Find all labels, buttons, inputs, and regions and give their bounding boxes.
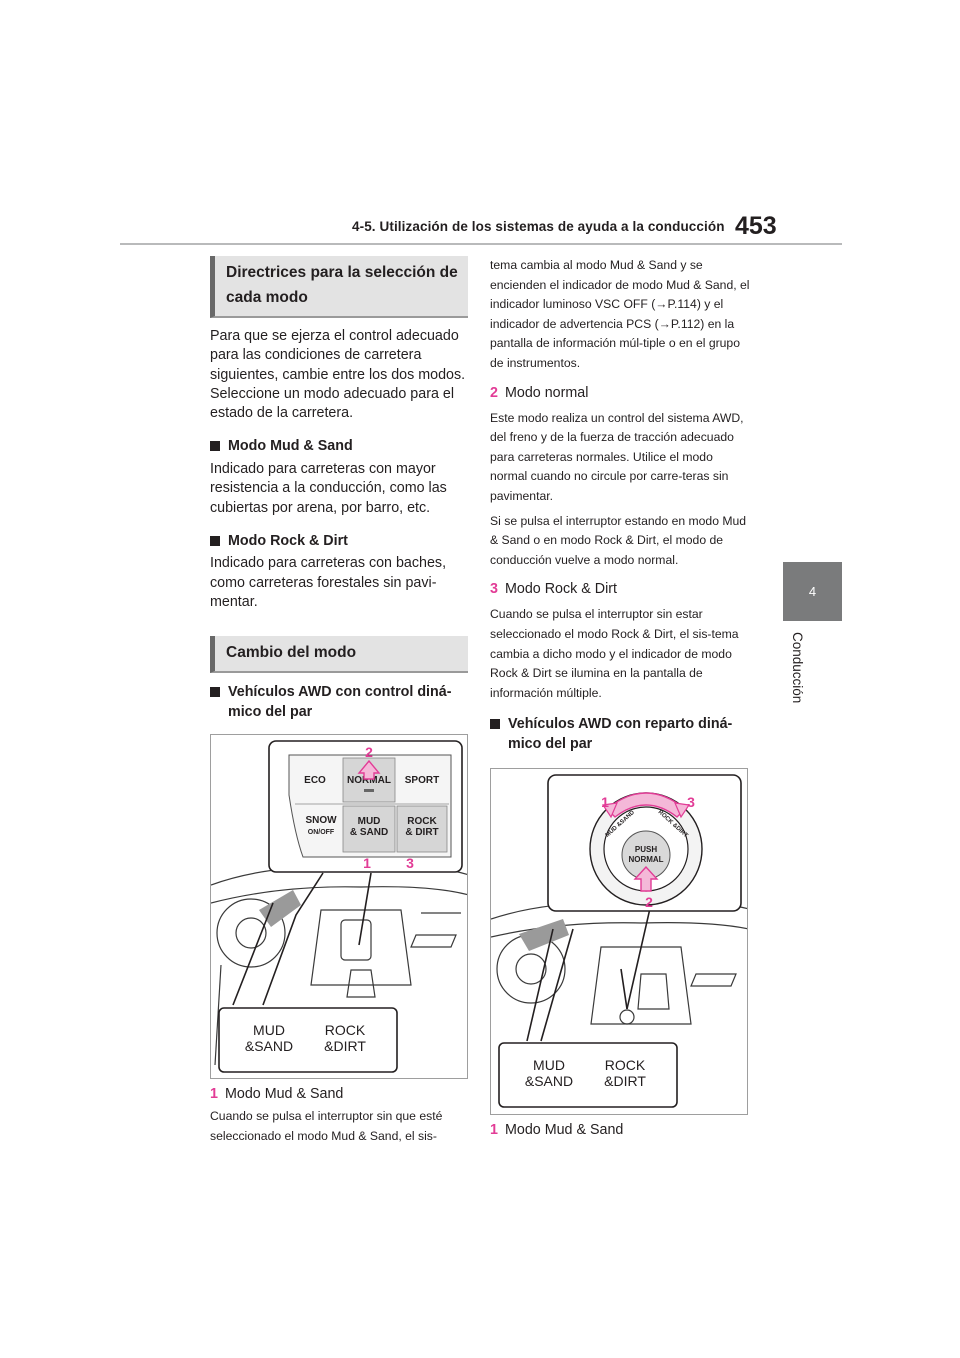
callout-1: 1 — [363, 855, 371, 871]
item-3-heading: 3 Modo Rock & Dirt — [490, 580, 752, 599]
normal-button-label: NORMAL — [347, 775, 391, 786]
item-3-number: 3 — [490, 581, 498, 598]
mud-button-label-1: MUD — [358, 816, 381, 827]
item-2-number: 2 — [490, 384, 498, 401]
push-label: PUSH — [635, 845, 657, 854]
rock-dirt-description: Indicado para carreteras con baches, com… — [210, 555, 447, 610]
snow-button-label: SNOW — [305, 815, 337, 826]
rock-button-bg — [396, 805, 448, 853]
guidelines-intro: Para que se ejerza el control adecuado p… — [210, 328, 466, 422]
right-column: tema cambia al modo Mud & Sand y se enci… — [490, 256, 752, 1140]
page-number: 453 — [735, 212, 777, 240]
chapter-label: Conducción — [790, 632, 805, 704]
header-rule — [120, 243, 842, 245]
display-inset — [498, 1042, 678, 1109]
callout-2: 2 — [365, 744, 373, 760]
display-rock-label-2: &DIRT — [604, 1073, 646, 1089]
callout-1: 1 — [601, 794, 609, 810]
mud-button-bg — [342, 805, 396, 853]
drive-mode-dial-illustration: PUSH NORMAL MUD &SAND ROCK &DIRT 1 3 2 M… — [491, 774, 747, 1109]
square-bullet-icon — [210, 441, 220, 452]
section-heading-guidelines: Directrices para la selección de cada mo… — [210, 256, 468, 318]
item-1-text: Cuando se pulsa el interruptor sin que e… — [210, 1109, 443, 1143]
figure-drive-mode-dial: PUSH NORMAL MUD &SAND ROCK &DIRT 1 3 2 M… — [490, 768, 748, 1116]
display-mud-label-1: MUD — [533, 1057, 565, 1073]
square-bullet-icon — [210, 687, 220, 698]
item-2-text-1: Este modo realiza un control del sistema… — [490, 410, 744, 503]
chapter-tab: 4 — [783, 562, 842, 621]
item-2-text-2: Si se pulsa el interruptor estando en mo… — [490, 513, 747, 567]
item-2-title: Modo normal — [504, 384, 589, 401]
display-rock-label-1: ROCK — [325, 1022, 366, 1038]
item-1b-heading: 1 Modo Mud & Sand — [490, 1121, 752, 1140]
subheading-awd-torque-distribution-text: Vehículos AWD con reparto diná-mico del … — [508, 716, 733, 752]
sport-button-label: SPORT — [405, 775, 439, 786]
pointer-lines — [526, 904, 652, 1042]
arrow-up-normal-icon — [357, 760, 381, 780]
display-mud-label-2: &SAND — [525, 1073, 573, 1089]
display-mud-label-1: MUD — [253, 1022, 285, 1038]
item-2-heading: 2 Modo normal — [490, 384, 752, 403]
eco-button-label: ECO — [304, 775, 326, 786]
subheading-awd-torque-control-text: Vehículos AWD con control diná-mico del … — [228, 684, 452, 720]
item-1-heading: 1 Modo Mud & Sand — [210, 1085, 468, 1104]
snow-onoff-label: ON/OFF — [308, 829, 335, 836]
square-bullet-icon — [210, 535, 220, 546]
display-inset — [218, 1007, 398, 1074]
running-header: 4-5. Utilización de los sistemas de ayud… — [352, 219, 725, 234]
subheading-rock-dirt-text: Modo Rock & Dirt — [228, 532, 348, 549]
item-3-title: Modo Rock & Dirt — [504, 581, 617, 598]
item-1-number: 1 — [210, 1086, 218, 1103]
item-1b-number: 1 — [490, 1122, 498, 1139]
item-1-title: Modo Mud & Sand — [224, 1086, 344, 1103]
subheading-mud-sand: Modo Mud & Sand — [210, 437, 468, 457]
steering-column-highlight — [259, 890, 301, 928]
dashboard-sketch — [491, 901, 747, 1025]
subheading-awd-torque-distribution: Vehículos AWD con reparto diná-mico del … — [490, 715, 752, 754]
rock-button-label-2: & DIRT — [405, 827, 438, 838]
section-heading-mode-change: Cambio del modo — [210, 636, 468, 674]
callout-3: 3 — [687, 794, 695, 810]
steering-column-highlight — [519, 919, 569, 952]
subheading-awd-torque-control: Vehículos AWD con control diná-mico del … — [210, 683, 468, 722]
mud-sand-description: Indicado para carreteras con mayor resis… — [210, 460, 447, 516]
pointer-lines — [232, 872, 372, 1006]
normal-label: NORMAL — [628, 855, 663, 864]
rock-button-label-1: ROCK — [407, 816, 437, 827]
item-1b-title: Modo Mud & Sand — [504, 1122, 624, 1139]
mud-button-label-2: & SAND — [350, 827, 388, 838]
display-rock-label-1: ROCK — [605, 1057, 646, 1073]
subheading-mud-sand-text: Modo Mud & Sand — [228, 438, 353, 455]
callout-3: 3 — [406, 855, 414, 871]
display-rock-label-2: &DIRT — [324, 1038, 366, 1054]
push-arrow-icon — [633, 866, 659, 892]
item-3-text: Cuando se pulsa el interruptor sin estar… — [490, 607, 739, 700]
display-mud-label-2: &SAND — [245, 1038, 293, 1054]
subheading-rock-dirt: Modo Rock & Dirt — [210, 532, 468, 552]
figure-drive-mode-buttons: ECO NORMAL SPORT SNOW ON/OFF MUD & SAND … — [210, 734, 468, 1080]
left-column: Directrices para la selección de cada mo… — [210, 256, 468, 1146]
drive-mode-buttons-illustration: ECO NORMAL SPORT SNOW ON/OFF MUD & SAND … — [211, 740, 467, 1074]
callout-2: 2 — [645, 894, 653, 910]
item-1-text-continued: tema cambia al modo Mud & Sand y se enci… — [490, 258, 750, 370]
square-bullet-icon — [490, 719, 500, 730]
